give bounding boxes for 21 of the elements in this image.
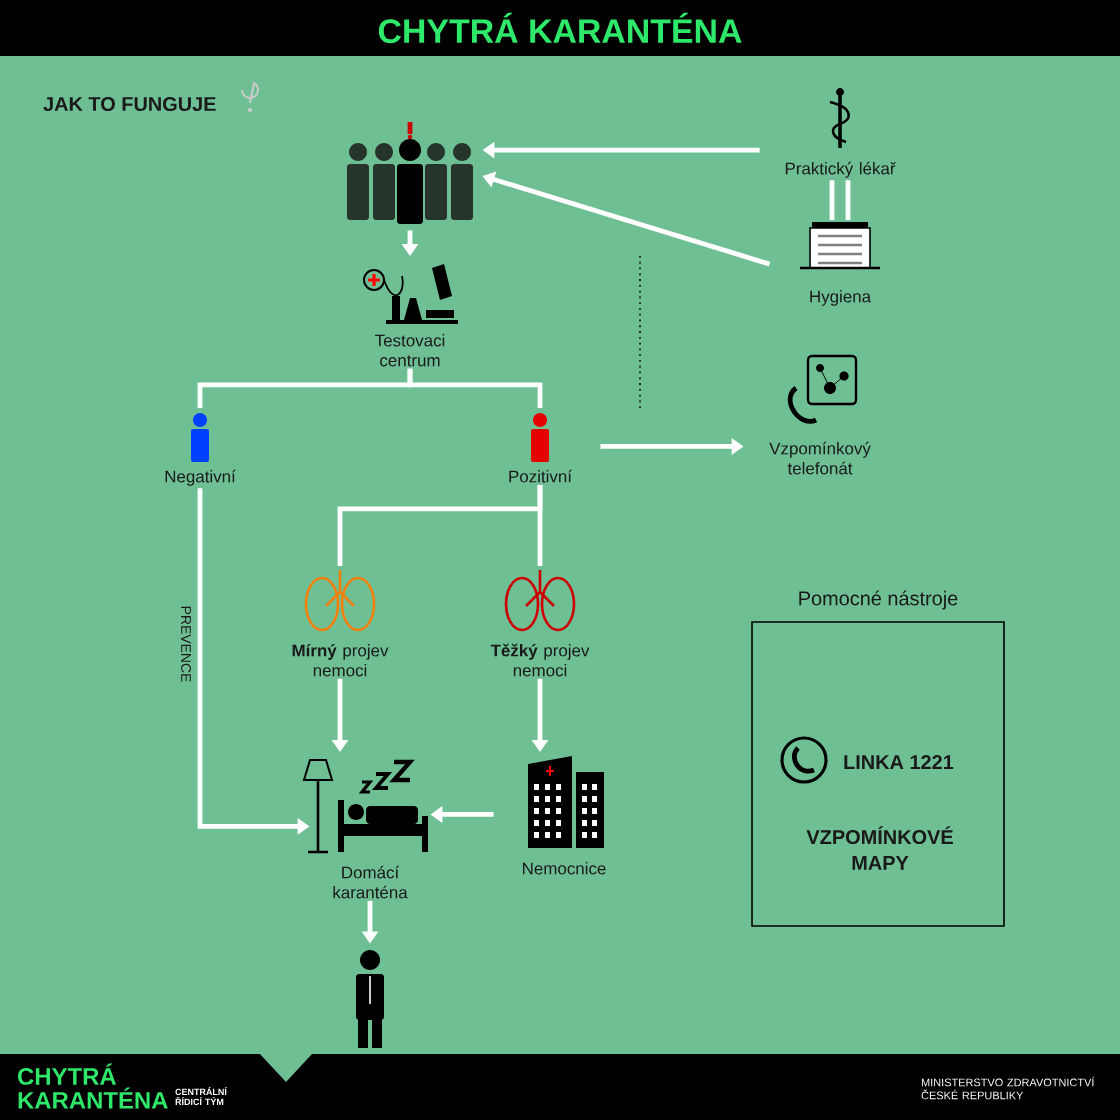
node-label: Hygiena [810, 290, 872, 306]
hotline-label: LINKA 1221 [844, 755, 954, 769]
connector-line [537, 484, 543, 566]
connector-line [407, 368, 543, 408]
node-label: Nemocnice [523, 862, 606, 875]
node-label: Těžký projev nemoci [490, 643, 590, 677]
box-heading: Pomocné nástroje [799, 590, 958, 610]
connector-line [829, 177, 851, 223]
node-label: Negativní [165, 469, 236, 486]
footer-title: CHYTRÁ KARANTÉNA [18, 1063, 168, 1109]
node-label: Praktický lékař [785, 161, 896, 178]
node-label: Mírný projev nemoci [292, 643, 389, 677]
title: CHYTRÁ KARANTÉNA [378, 12, 742, 44]
heading: JAK TO FUNGUJE [43, 96, 216, 112]
node-label: Pozitivní [509, 469, 572, 483]
person-figure [356, 950, 384, 1048]
node-label: Domácí karanténa [333, 865, 408, 899]
people-drawing [347, 122, 473, 224]
node-label: Vzpomínkový telefonát [769, 441, 871, 475]
maps-label: VZPOMÍNKOVÉ MAPY [806, 826, 953, 870]
node-label: Testovaci centrum [375, 334, 445, 367]
